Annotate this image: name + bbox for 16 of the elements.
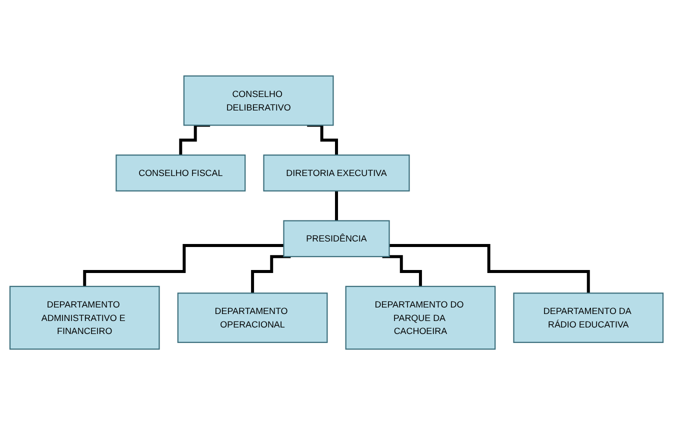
connector: [251, 255, 291, 295]
node-box: [345, 286, 496, 350]
connector: [389, 244, 590, 295]
org-chart: CONSELHO DELIBERATIVO CONSELHO FISCAL DIRETORIA EXECUTIVA PRESIDÊNCIA DEPARTAMENTO ADMINISTRATIVO E FINANCEIRO DEPARTAMENTO OPERACIONAL DEPARTAMENTO DO PARQUE DA CACHOEIRA DEPARTAMENTO DA RÁDIO EDUCATIVA: [4, 70, 669, 356]
node-box: [9, 286, 160, 350]
node-box: [183, 75, 334, 126]
connector: [307, 124, 338, 157]
connector: [335, 189, 338, 222]
connector: [83, 244, 284, 288]
node-box: [283, 220, 390, 258]
node-box: [263, 154, 410, 192]
node-box: [116, 154, 246, 192]
node-box: [513, 292, 664, 343]
connector: [382, 255, 422, 288]
node-box: [177, 292, 328, 343]
connector: [179, 124, 210, 157]
